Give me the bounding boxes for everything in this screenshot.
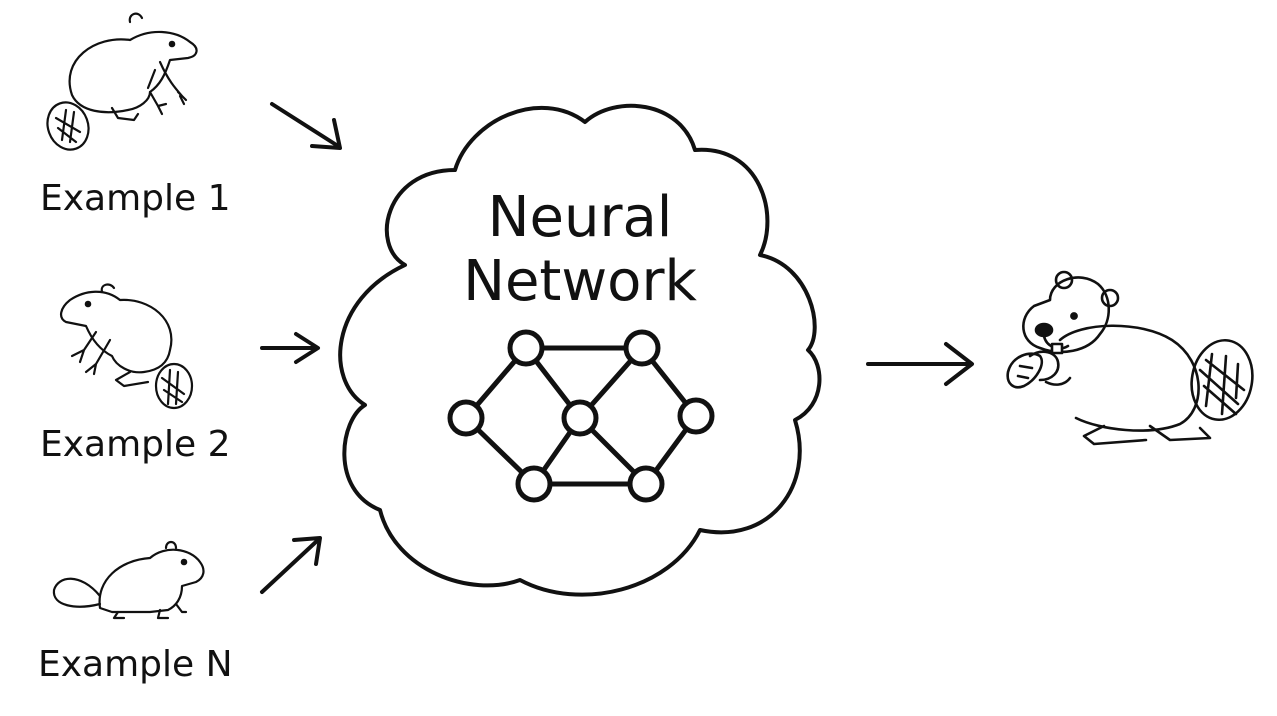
output-beaver-icon — [1006, 270, 1254, 446]
graph-node — [627, 465, 665, 503]
neural-network-cloud — [338, 103, 822, 597]
input-arrow-1 — [270, 102, 342, 150]
input-arrow-2 — [260, 332, 320, 364]
graph-node — [561, 399, 599, 437]
example-2-beaver-icon — [60, 283, 194, 410]
graph-node — [623, 329, 661, 367]
example-n-beaver-icon — [52, 540, 205, 620]
network-title-line2: Network — [463, 249, 697, 314]
example-1-beaver-icon — [46, 12, 198, 151]
graph-node — [447, 399, 485, 437]
output-arrow — [866, 342, 974, 386]
graph-node — [677, 397, 715, 435]
neural-graph-icon — [447, 329, 715, 503]
graph-node — [515, 465, 553, 503]
example-1-label: Example 1 — [40, 178, 231, 219]
example-2-label: Example 2 — [40, 424, 231, 465]
network-title-line1: Neural — [488, 185, 673, 250]
graph-node — [507, 329, 545, 367]
input-arrow-3 — [260, 536, 322, 594]
example-n-label: Example N — [38, 644, 233, 685]
